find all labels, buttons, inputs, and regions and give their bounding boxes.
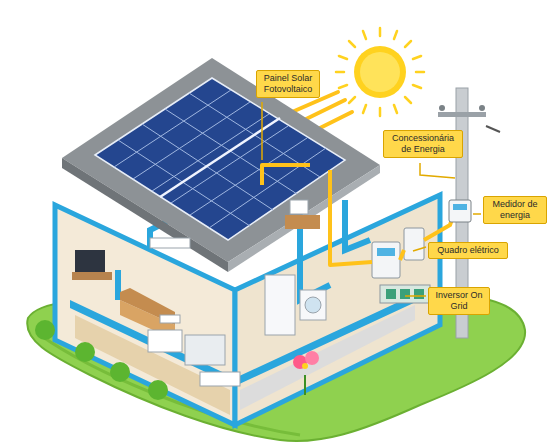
bushes-and-flower-part xyxy=(75,342,95,362)
bushes-and-flower xyxy=(35,320,319,400)
solar-panel-array-part-part xyxy=(190,138,307,215)
inverter-and-panel-part xyxy=(400,289,410,299)
leader-lines-part xyxy=(413,247,426,251)
solar-panel-array xyxy=(95,78,345,240)
inverter-and-panel-part xyxy=(414,289,424,299)
sun-part-part xyxy=(394,105,397,113)
furniture-part xyxy=(72,272,112,280)
sun-part-part xyxy=(405,97,411,103)
sun-part xyxy=(360,52,400,92)
callout-box: Painel Solar Fotovoltaico xyxy=(256,70,320,98)
roof-part xyxy=(62,58,380,262)
roof xyxy=(62,58,380,272)
inverter-and-panel-part xyxy=(377,248,395,256)
callout-label: Inversor On Grid xyxy=(433,290,485,312)
sun-part xyxy=(354,46,406,98)
bushes-and-flower-part xyxy=(35,320,55,340)
yellow-wires-part xyxy=(262,165,310,185)
sun-part-part xyxy=(405,41,411,47)
furniture-part xyxy=(150,238,190,248)
sun-part-part xyxy=(349,41,355,47)
sun-part-part xyxy=(363,105,366,113)
furniture xyxy=(72,200,326,386)
leader-lines-part xyxy=(405,295,426,297)
utility-pole-part xyxy=(486,126,500,132)
sun-part-part xyxy=(363,31,366,39)
sun-part-part xyxy=(416,71,424,74)
leader-lines-part xyxy=(420,163,455,178)
callout-label: Quadro elétrico xyxy=(433,245,503,256)
bushes-and-flower-part xyxy=(293,355,307,369)
furniture-part xyxy=(160,315,180,323)
sun-part-part xyxy=(336,71,344,74)
callout-box: Inversor On Grid xyxy=(428,287,490,315)
yellow-wires-part xyxy=(330,170,372,265)
furniture-part xyxy=(285,215,320,229)
leader-lines-part xyxy=(473,213,481,215)
solar-panel-array-part-part xyxy=(133,102,250,179)
bushes-and-flower-part xyxy=(304,375,306,395)
inverter-and-panel xyxy=(372,228,430,303)
furniture-part xyxy=(305,297,321,313)
house-walls-part xyxy=(75,315,230,415)
sun-part-part xyxy=(339,85,347,88)
callout-label: Painel Solar Fotovoltaico xyxy=(261,73,315,95)
bushes-and-flower-part xyxy=(110,362,130,382)
inverter-and-panel-part xyxy=(386,289,396,299)
callout-box: Concessionária de Energia xyxy=(383,130,463,158)
sun-part-part xyxy=(394,31,397,39)
furniture-part xyxy=(75,250,105,272)
sun-part-part xyxy=(339,56,347,59)
yellow-wires-part xyxy=(400,250,404,260)
callout-box: Quadro elétrico xyxy=(428,242,508,259)
solar-panel-array-part xyxy=(95,78,345,240)
sun xyxy=(336,28,424,116)
furniture-part xyxy=(200,372,240,386)
solar-panel-array-part-part xyxy=(114,90,231,167)
sun-part xyxy=(336,28,424,116)
energy-meter-part xyxy=(449,200,471,222)
sun-part-part xyxy=(413,56,421,59)
callout-label: Medidor de energia xyxy=(488,199,542,221)
sun-part-part xyxy=(349,97,355,103)
inverter-and-panel-part xyxy=(404,228,424,260)
leader-lines-part xyxy=(261,102,263,160)
leader-lines xyxy=(262,102,481,296)
energy-meter xyxy=(449,200,471,222)
furniture-part xyxy=(148,330,182,352)
inverter-and-panel-part xyxy=(372,242,400,278)
callout-box: Medidor de energia xyxy=(483,196,547,224)
furniture-part xyxy=(265,275,295,335)
sun-part-part xyxy=(379,28,382,36)
bushes-and-flower-part xyxy=(148,380,168,400)
furniture-part xyxy=(300,290,326,320)
callout-label: Concessionária de Energia xyxy=(388,133,458,155)
furniture-part xyxy=(290,200,308,214)
sun-part-part xyxy=(379,108,382,116)
solar-panel-array-part-part xyxy=(152,114,269,191)
energy-meter-part xyxy=(453,204,467,210)
inverter-and-panel-part xyxy=(380,285,430,303)
utility-pole-part xyxy=(479,105,485,111)
furniture-part xyxy=(185,335,225,365)
sun-part-part xyxy=(413,85,421,88)
utility-pole-part xyxy=(439,105,445,111)
bushes-and-flower-part xyxy=(305,351,319,365)
solar-panel-array-part xyxy=(114,90,326,228)
solar-panel-array-part-part xyxy=(209,148,326,228)
bushes-and-flower-part xyxy=(302,363,308,369)
utility-pole-part xyxy=(438,112,486,117)
blue-pipes-part xyxy=(345,200,370,250)
